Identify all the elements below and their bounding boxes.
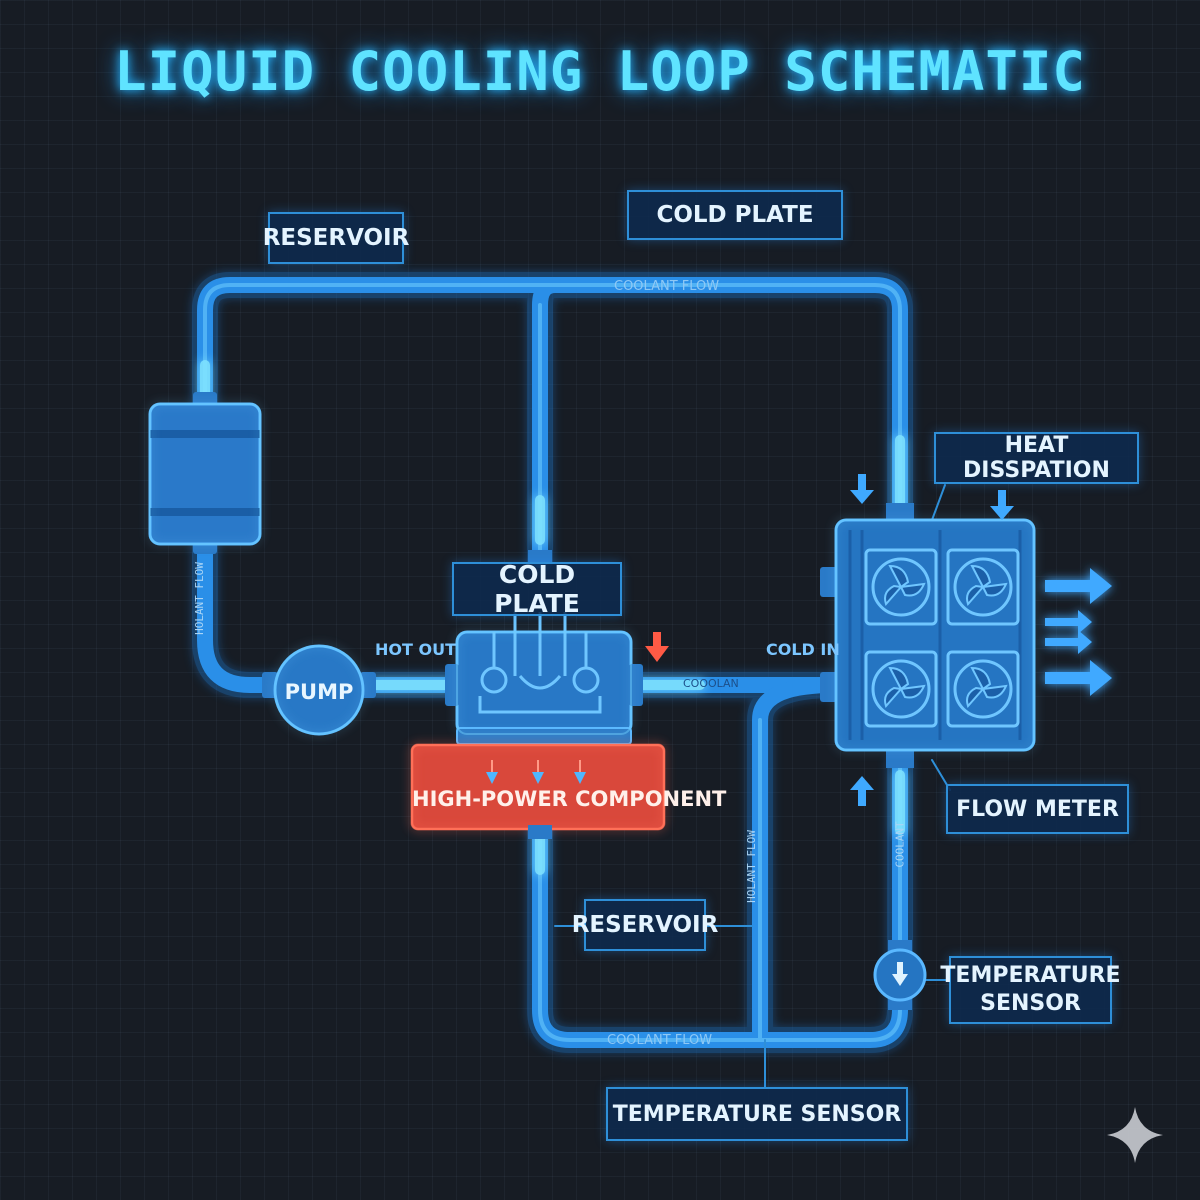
label-high-power-component: HIGH-POWER COMPONENT: [412, 787, 727, 811]
label-reservoir-bottom: RESERVOIR: [572, 899, 718, 951]
coolant-pipes: [192, 272, 951, 1089]
pipe-text-coolant-small: COOOLAN: [683, 677, 739, 690]
pipe-reservoir-to-pump: [197, 537, 283, 693]
label-temperature-sensor-right-line1: TEMPERATURE: [940, 963, 1121, 988]
pipe-text-vertical-left: HOLANT FLOW: [192, 562, 206, 635]
temperature-sensor-icon: [873, 940, 927, 1010]
label-pump: PUMP: [284, 680, 354, 704]
label-cold-plate-top: COLD PLATE: [627, 190, 843, 240]
label-temperature-sensor-right-line2: SENSOR: [980, 991, 1081, 1016]
pipe-joint-icon: [528, 825, 552, 839]
pipe-text-hot-out: HOT OUT: [375, 640, 456, 659]
label-heat-dissipation: HEAT DISSPATION: [934, 432, 1139, 484]
heat-flow-arrow-icon: [645, 632, 669, 662]
radiator-fan-icon: [864, 548, 1020, 728]
pipe-text-cold-in: COLD IN: [766, 640, 840, 659]
airflow-arrow-icon: [1045, 568, 1112, 696]
pipe-middle-branch: [752, 677, 843, 1048]
pipe-text-vertical-right: COOLANT: [893, 821, 907, 868]
sparkle-icon: [1107, 1107, 1163, 1163]
pipe-text-coolant-flow-top: COOLANT FLOW: [614, 279, 720, 294]
label-reservoir-top: RESERVOIR: [263, 212, 409, 264]
label-temperature-sensor-right: TEMPERATURE SENSOR: [940, 956, 1121, 1024]
pipe-text-coolant-flow-bottom: COOLANT FLOW: [607, 1033, 713, 1048]
label-flow-meter: FLOW METER: [946, 784, 1129, 834]
page-title: LIQUID COOLING LOOP SCHEMATIC: [114, 40, 1086, 103]
label-temperature-sensor-bottom: TEMPERATURE SENSOR: [606, 1087, 908, 1141]
pipe-text-vertical-middle: HOLANT FLOW: [744, 830, 758, 903]
pump-icon: [262, 644, 376, 736]
label-cold-plate-center: COLD PLATE: [452, 560, 622, 618]
cold-plate-icon: [445, 550, 643, 745]
reservoir-tank-icon: [148, 392, 262, 554]
radiator-icon: [820, 503, 1036, 768]
flow-arrow-icon: [850, 474, 1014, 806]
